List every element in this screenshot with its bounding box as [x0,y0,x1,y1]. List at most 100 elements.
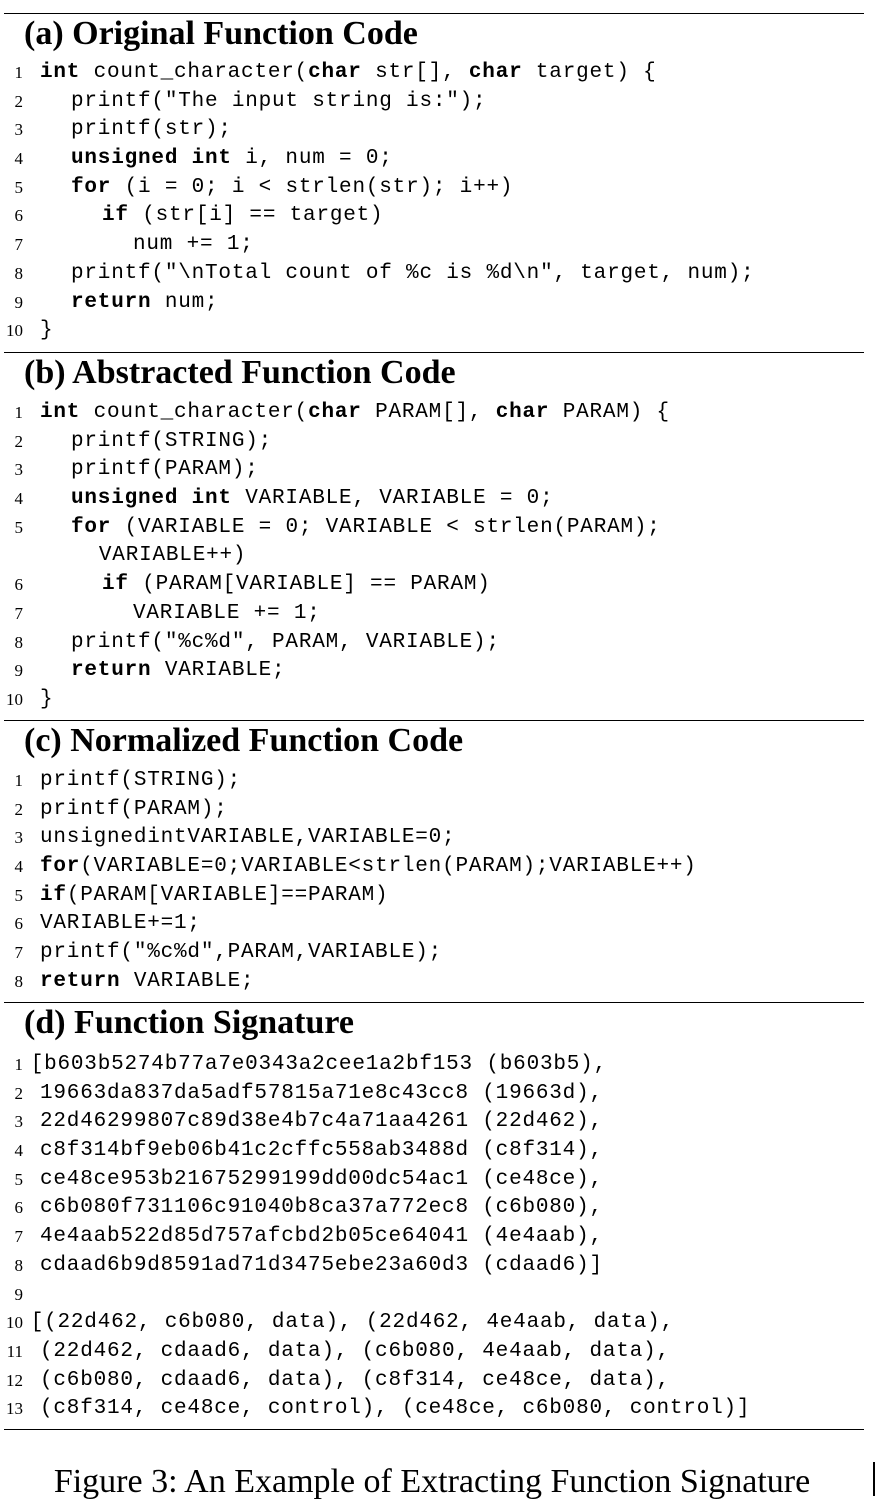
code-line: 9 return VARIABLE; [0,657,878,686]
section-d-code: 1 [b603b5274b77a7e0343a2cee1a2bf153 (b603… [0,1051,878,1424]
code-keyword: for [71,175,112,199]
line-number: 2 [14,431,24,451]
code-text: printf(PARAM); [71,456,259,485]
line-number: 4 [14,857,24,877]
line-number: 7 [14,1227,24,1247]
section-c-top-rule [4,720,864,721]
code-token: VARIABLE += 1; [133,601,321,625]
code-token: num += 1; [133,233,254,257]
code-line: 7 4e4aab522d85d757afcbd2b05ce64041 (4e4aa… [0,1223,878,1252]
code-text: int count_character(char PARAM[], char P… [40,399,670,428]
code-token: [b603b5274b77a7e0343a2cee1a2bf153 (b603b… [30,1053,607,1076]
line-number: 5 [14,177,24,197]
code-token: (VARIABLE=0;VARIABLE<strlen(PARAM);VARIA… [80,855,697,879]
code-keyword: return [40,969,121,993]
figure-caption: Figure 3: An Example of Extracting Funct… [53,1463,811,1500]
code-token: c6b080f731106c91040b8ca37a772ec8 (c6b080… [40,1196,603,1220]
code-token: count_character( [80,61,309,84]
code-line: 6 if (PARAM[VARIABLE] == PARAM) [0,571,878,600]
code-line: 6 VARIABLE+=1; [0,910,878,939]
code-token: num; [151,290,219,314]
code-text: VARIABLE += 1; [133,600,321,629]
code-text: [(22d462, c6b080, data), (22d462, 4e4aab… [31,1309,674,1338]
code-token: VARIABLE; [120,969,255,993]
code-line: 1 [b603b5274b77a7e0343a2cee1a2bf153 (b603… [0,1051,878,1080]
code-keyword: char [468,61,523,84]
code-token: (c8f314, ce48ce, control), (ce48ce, c6b0… [40,1397,751,1421]
code-text: ce48ce953b21675299199dd00dc54ac1 (ce48ce… [40,1166,603,1195]
line-number: 4 [14,489,24,509]
line-number: 10 [6,1313,23,1333]
code-text: return VARIABLE; [71,657,285,686]
code-text: printf("%c%d", PARAM, VARIABLE); [71,629,500,658]
section-d-top-rule [4,1002,864,1003]
code-keyword: unsigned int [71,487,232,511]
code-token: target) { [522,61,657,84]
line-number: 1 [14,771,24,790]
code-token: printf("\nTotal count of %c is %d\n", ta… [71,261,755,285]
line-number: 5 [14,517,24,537]
code-text: printf(str); [71,116,232,145]
code-token: VARIABLE, VARIABLE = 0; [231,487,554,511]
code-token: 4e4aab522d85d757afcbd2b05ce64041 (4e4aab… [40,1225,603,1249]
code-text: VARIABLE++) [99,542,246,571]
code-text: printf(STRING); [71,428,272,457]
line-number: 6 [14,575,24,595]
code-token: printf(PARAM); [40,797,228,821]
code-text: num += 1; [133,231,254,260]
code-text: if (PARAM[VARIABLE] == PARAM) [102,571,491,600]
line-number: 6 [14,914,24,934]
code-keyword: int [40,401,81,424]
code-token: printf("%c%d", PARAM, VARIABLE); [71,630,500,654]
line-number: 1 [14,1055,24,1074]
code-text: unsigned int i, num = 0; [71,145,393,174]
code-token: unsignedintVARIABLE,VARIABLE=0; [40,826,456,850]
code-line: 9 [0,1281,878,1310]
code-text: } [40,686,53,715]
line-number: 11 [6,1341,23,1361]
line-number: 10 [6,689,23,709]
code-keyword: char [308,61,362,84]
code-token: (c6b080, cdaad6, data), (c8f314, ce48ce,… [40,1368,670,1392]
code-token: (i = 0; i < strlen(str); i++) [111,175,514,199]
code-text: for (i = 0; i < strlen(str); i++) [71,174,513,203]
code-text: unsigned int VARIABLE, VARIABLE = 0; [71,485,553,514]
section-b-top-rule [4,352,864,353]
code-token: PARAM[], [361,401,496,424]
code-token: printf(STRING); [71,429,273,453]
code-line: 10} [0,317,878,346]
line-number: 6 [14,1198,24,1218]
section-c-title: (c) Normalized Function Code [24,722,464,759]
code-token: (PARAM[VARIABLE]==PARAM) [66,883,389,907]
code-token: (VARIABLE = 0; VARIABLE < strlen(PARAM); [111,515,661,539]
code-token: } [40,319,54,343]
code-text: VARIABLE+=1; [40,910,201,939]
line-number: 8 [14,1255,24,1275]
code-line: 11(22d462, cdaad6, data), (c6b080, 4e4aa… [0,1338,878,1367]
code-text: for(VARIABLE=0;VARIABLE<strlen(PARAM);VA… [40,853,697,882]
code-line: 2 printf(STRING); [0,428,878,457]
code-token: VARIABLE+=1; [40,912,201,936]
code-token: str[], [361,61,469,84]
line-number: 8 [14,263,24,283]
line-number: 1 [14,63,24,82]
code-text: unsignedintVARIABLE,VARIABLE=0; [40,824,455,853]
line-number: 9 [14,661,24,681]
line-number: 12 [6,1370,23,1390]
code-text: printf("The input string is:"); [71,88,486,117]
